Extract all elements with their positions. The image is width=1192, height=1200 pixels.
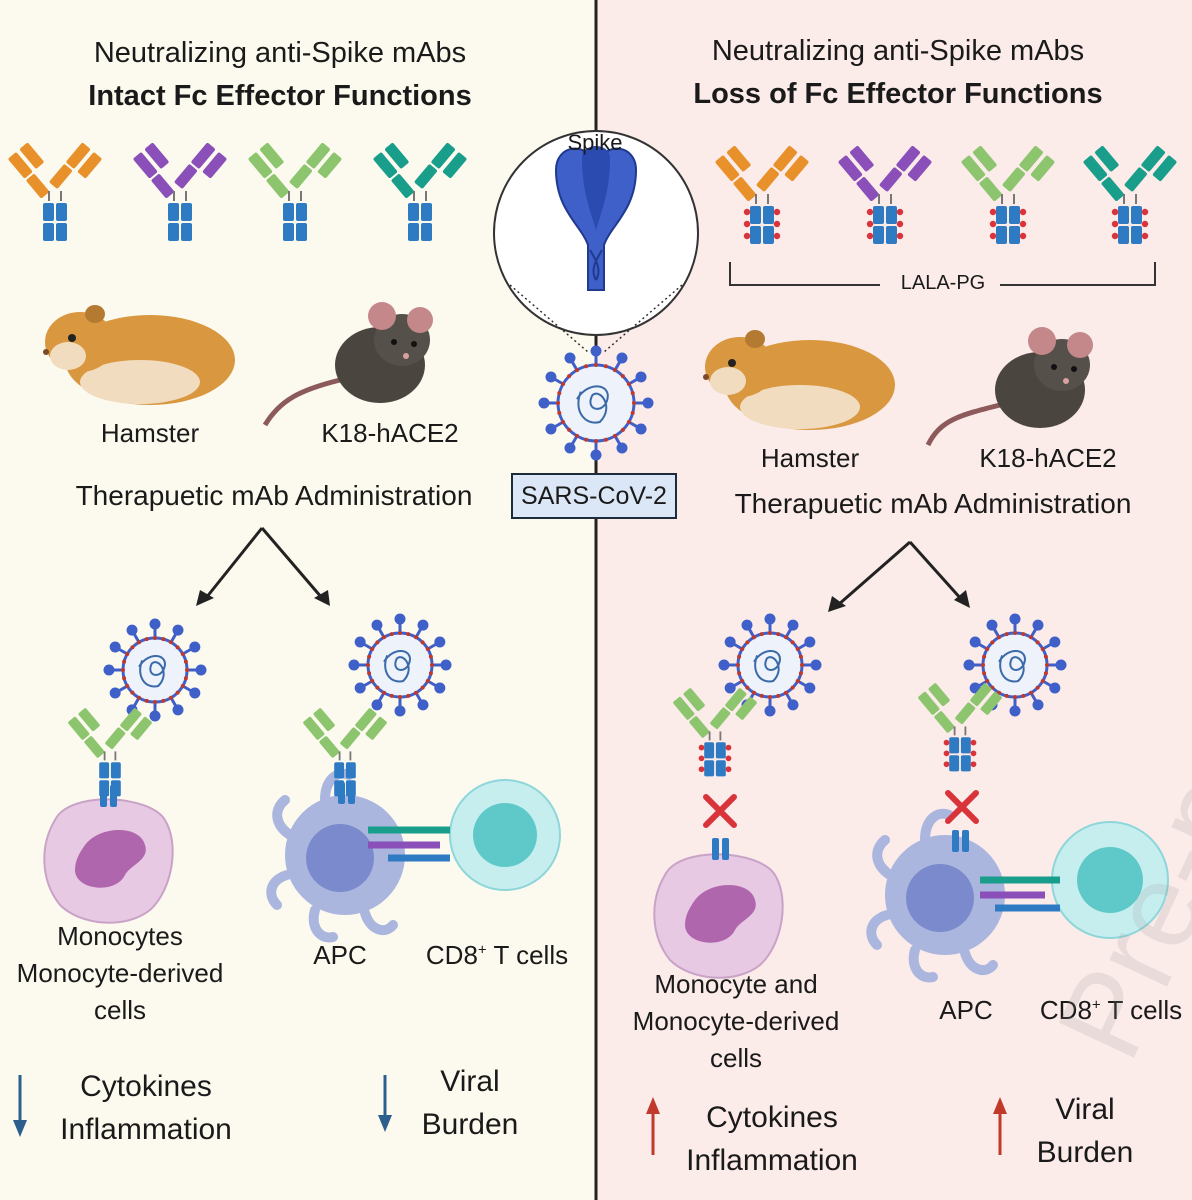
fc-receptor-right [712,830,969,860]
knockout-x-icon [703,790,979,828]
antibody-row-right [715,146,1177,244]
right-administration: Therapuetic mAb Administration [734,488,1132,519]
up-arrow-icon [646,1097,660,1155]
antibody-icon [1083,146,1177,244]
left-subtitle: Intact Fc Effector Functions [88,80,472,112]
right-apc-label: APC [939,995,993,1025]
sars-cov-2-virus [538,345,654,461]
fc-receptor-left [100,782,355,807]
left-hamster-label: Hamster [100,418,200,448]
antibody-icon [133,143,227,241]
spike-label: Spike [567,130,623,155]
right-panel-bg [596,0,1192,1200]
left-mouse-label: K18-hACE2 [321,418,459,448]
virus-particle [348,613,452,717]
antibody-unbound [918,683,1002,772]
hamster-left [43,305,235,405]
right-subtitle: Loss of Fc Effector Functions [693,78,1103,110]
antibody-bound [68,708,152,797]
t-cell-left [449,779,561,891]
down-arrow-icon [13,1075,27,1137]
spike-protein [554,146,638,291]
right-mouse-label: K18-hACE2 [979,443,1117,473]
left-apc-label: APC [313,940,367,970]
right-outcome-viral: Viral Burden [1036,1093,1134,1169]
left-outcome-cytokines: Cytokines Inflammation [60,1070,232,1146]
monocyte-right [653,853,784,979]
sars-cov-2-label: SARS-CoV-2 [511,473,677,519]
antibody-icon [715,146,809,244]
mouse-right [925,327,1093,447]
antibody-icon [373,143,467,241]
hamster-right [703,330,895,430]
apc-right [866,808,1005,983]
branch-arrows-left [196,527,330,606]
right-tcell-label: CD8+ T cells [1039,995,1183,1025]
branch-arrows-right [828,540,970,612]
left-outcome-viral: Viral Burden [421,1065,519,1141]
virus-particle [103,618,207,722]
right-title: Neutralizing anti-Spike mAbs [711,35,1085,67]
mouse-left [262,302,433,427]
left-title: Neutralizing anti-Spike mAbs [93,37,467,69]
tcr-mhc-right [980,876,1060,912]
t-cell-right [1051,821,1169,939]
antibody-icon [961,146,1055,244]
left-monocyte-label: Monocytes Monocyte-derived cells [16,921,224,1025]
left-tcell-label: CD8+ T cells [425,940,569,970]
antibody-icon [8,143,102,241]
tcr-mhc-left [368,826,450,862]
down-arrow-icon [378,1075,392,1132]
antibody-row-left [8,143,467,241]
antibody-icon [248,143,342,241]
right-outcome-cytokines: Cytokines Inflammation [686,1101,858,1177]
monocyte-left [43,798,174,924]
lala-pg-label: LALA-PG [894,272,992,295]
antibody-icon [838,146,932,244]
right-hamster-label: Hamster [760,443,860,473]
up-arrow-icon [993,1097,1007,1155]
left-panel-bg [0,0,596,1200]
antibody-unbound [673,688,757,777]
right-monocyte-label: Monocyte and Monocyte-derived cells [632,969,840,1073]
zoom-lines [509,284,683,353]
lala-pg-bracket [729,262,1156,286]
virus-particle [963,613,1067,717]
left-administration: Therapuetic mAb Administration [75,480,473,511]
